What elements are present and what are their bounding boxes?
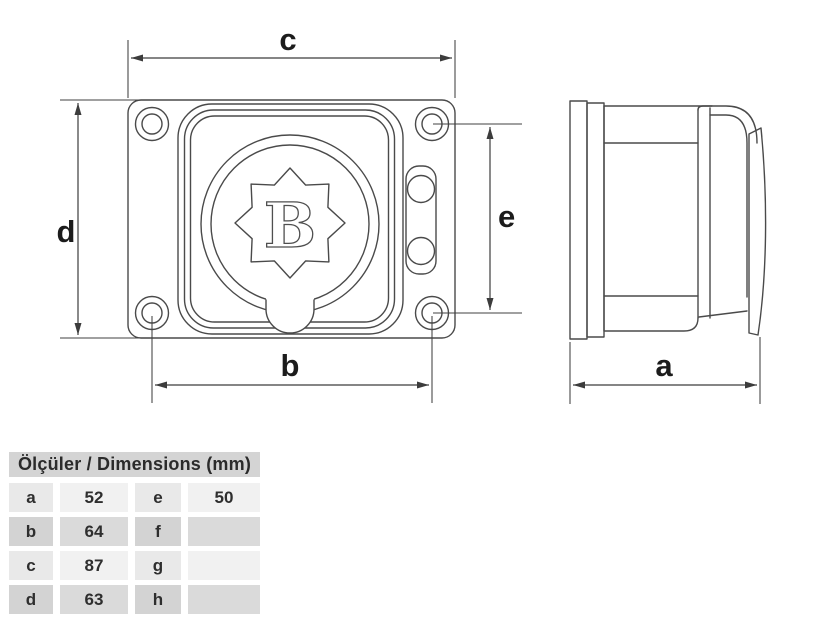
dim-key-h: h: [135, 585, 181, 614]
cover-rim: [748, 127, 767, 336]
front-view-drawing: B: [127, 99, 456, 339]
technical-drawing: B: [57, 22, 767, 404]
dim-label-b: b: [281, 348, 300, 383]
dim-value-c: 87: [60, 551, 128, 580]
logo-letter: B: [264, 189, 316, 262]
hinge-tab: [405, 165, 437, 275]
dim-key-d: d: [9, 585, 53, 614]
dim-label-d: d: [57, 214, 76, 249]
mounting-flange-inner: [586, 102, 605, 338]
dim-key-b: b: [9, 517, 53, 546]
dim-value-g: [188, 551, 260, 580]
dim-value-b: 64: [60, 517, 128, 546]
dim-value-a: 52: [60, 483, 128, 512]
dim-value-h: [188, 585, 260, 614]
dimension-e: e: [433, 123, 522, 314]
latch-tab: [265, 296, 315, 334]
side-view-drawing: [569, 100, 767, 340]
dimensions-table-grid: a 52 e 50 b 64 f c 87 g d 63 h: [9, 483, 260, 614]
dim-key-g: g: [135, 551, 181, 580]
dim-label-a: a: [655, 348, 673, 383]
dim-key-a: a: [9, 483, 53, 512]
dimension-a: a: [569, 337, 761, 404]
dim-label-c: c: [279, 22, 296, 57]
dimension-c: c: [127, 22, 456, 98]
screw-hole-top-left: [134, 106, 170, 142]
dimension-d: d: [57, 99, 150, 339]
dimensions-table-header: Ölçüler / Dimensions (mm): [9, 452, 260, 477]
dim-value-f: [188, 517, 260, 546]
logo-star-icon: [234, 167, 346, 279]
dim-value-d: 63: [60, 585, 128, 614]
enclosure-outline: [127, 99, 456, 339]
dimensions-table: Ölçüler / Dimensions (mm) a 52 e 50 b 64…: [9, 452, 260, 614]
dim-key-f: f: [135, 517, 181, 546]
dim-value-e: 50: [188, 483, 260, 512]
dim-key-c: c: [9, 551, 53, 580]
dim-label-e: e: [498, 199, 515, 234]
dim-key-e: e: [135, 483, 181, 512]
dimension-b: b: [151, 316, 433, 403]
side-body: [603, 105, 713, 332]
mounting-flange-outer: [569, 100, 588, 340]
side-cover: [697, 105, 758, 319]
